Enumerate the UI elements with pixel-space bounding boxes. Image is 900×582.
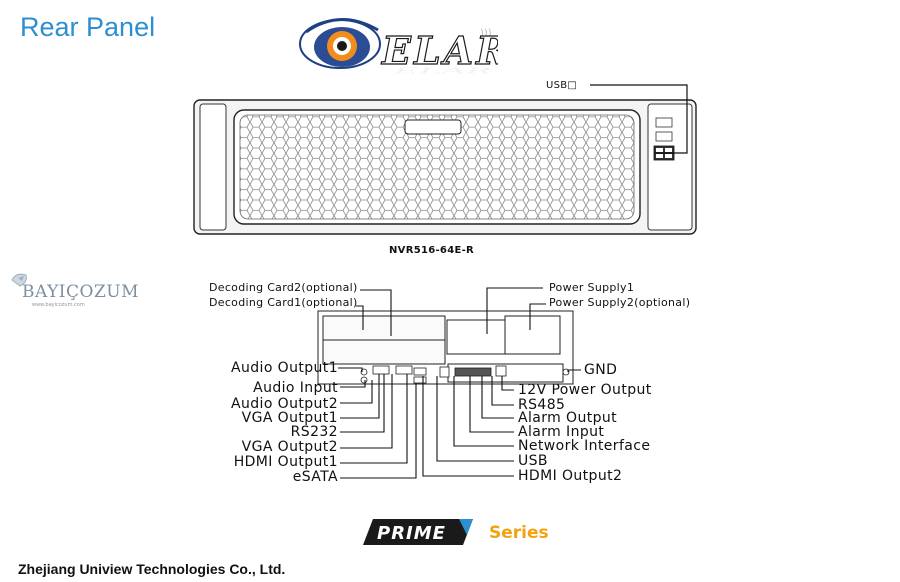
label-vga-output2: VGA Output2 — [241, 439, 338, 455]
label-decoding-card2: Decoding Card2(optional) — [209, 281, 358, 294]
logo-text: ELAR — [381, 28, 498, 73]
series-label: Series — [489, 523, 549, 543]
prime-text: PRIME — [377, 523, 446, 544]
usb-leader-line — [590, 84, 688, 154]
label-hdmi-output2: HDMI Output2 — [518, 468, 623, 484]
label-vga-output1: VGA Output1 — [241, 410, 338, 426]
nvr-rear-panel — [317, 287, 581, 479]
label-hdmi-output1: HDMI Output1 — [233, 454, 338, 470]
label-usb: USB — [518, 453, 548, 469]
label-network-interface: Network Interface — [518, 438, 651, 454]
label-audio-input: Audio Input — [253, 380, 338, 396]
watermark-icon — [11, 273, 27, 287]
label-esata: eSATA — [292, 469, 338, 485]
watermark-url: www.bayicozum.com — [32, 302, 85, 308]
model-label: NVR516-64E-R — [389, 245, 475, 256]
svg-text:))): ))) — [480, 28, 492, 39]
usb-front-label: USB□ — [546, 80, 578, 91]
label-decoding-card1: Decoding Card1(optional) — [209, 296, 358, 309]
label-rs232: RS232 — [290, 424, 338, 440]
label-power-supply2: Power Supply2(optional) — [549, 296, 691, 309]
label-alarm-output: Alarm Output — [518, 410, 618, 426]
label-rs485: RS485 — [518, 397, 566, 413]
watermark-text: BAYIÇOZUM — [22, 282, 140, 302]
company-name: Zhejiang Uniview Technologies Co., Ltd. — [18, 561, 286, 577]
label-gnd: GND — [584, 362, 618, 378]
rear-ports — [360, 365, 570, 384]
page-title: Rear Panel — [20, 12, 156, 42]
label-power-supply1: Power Supply1 — [549, 281, 635, 294]
label-12v-power-output: 12V Power Output — [518, 382, 652, 398]
nvr-front-panel — [193, 99, 697, 235]
label-audio-output2: Audio Output2 — [231, 396, 338, 412]
elar-logo: ))) ELAR ELAR — [299, 18, 498, 76]
svg-text:ELAR: ELAR — [393, 66, 492, 76]
label-audio-output1: Audio Output1 — [231, 360, 338, 376]
prime-badge: PRIME — [363, 519, 473, 545]
label-alarm-input: Alarm Input — [518, 424, 605, 440]
